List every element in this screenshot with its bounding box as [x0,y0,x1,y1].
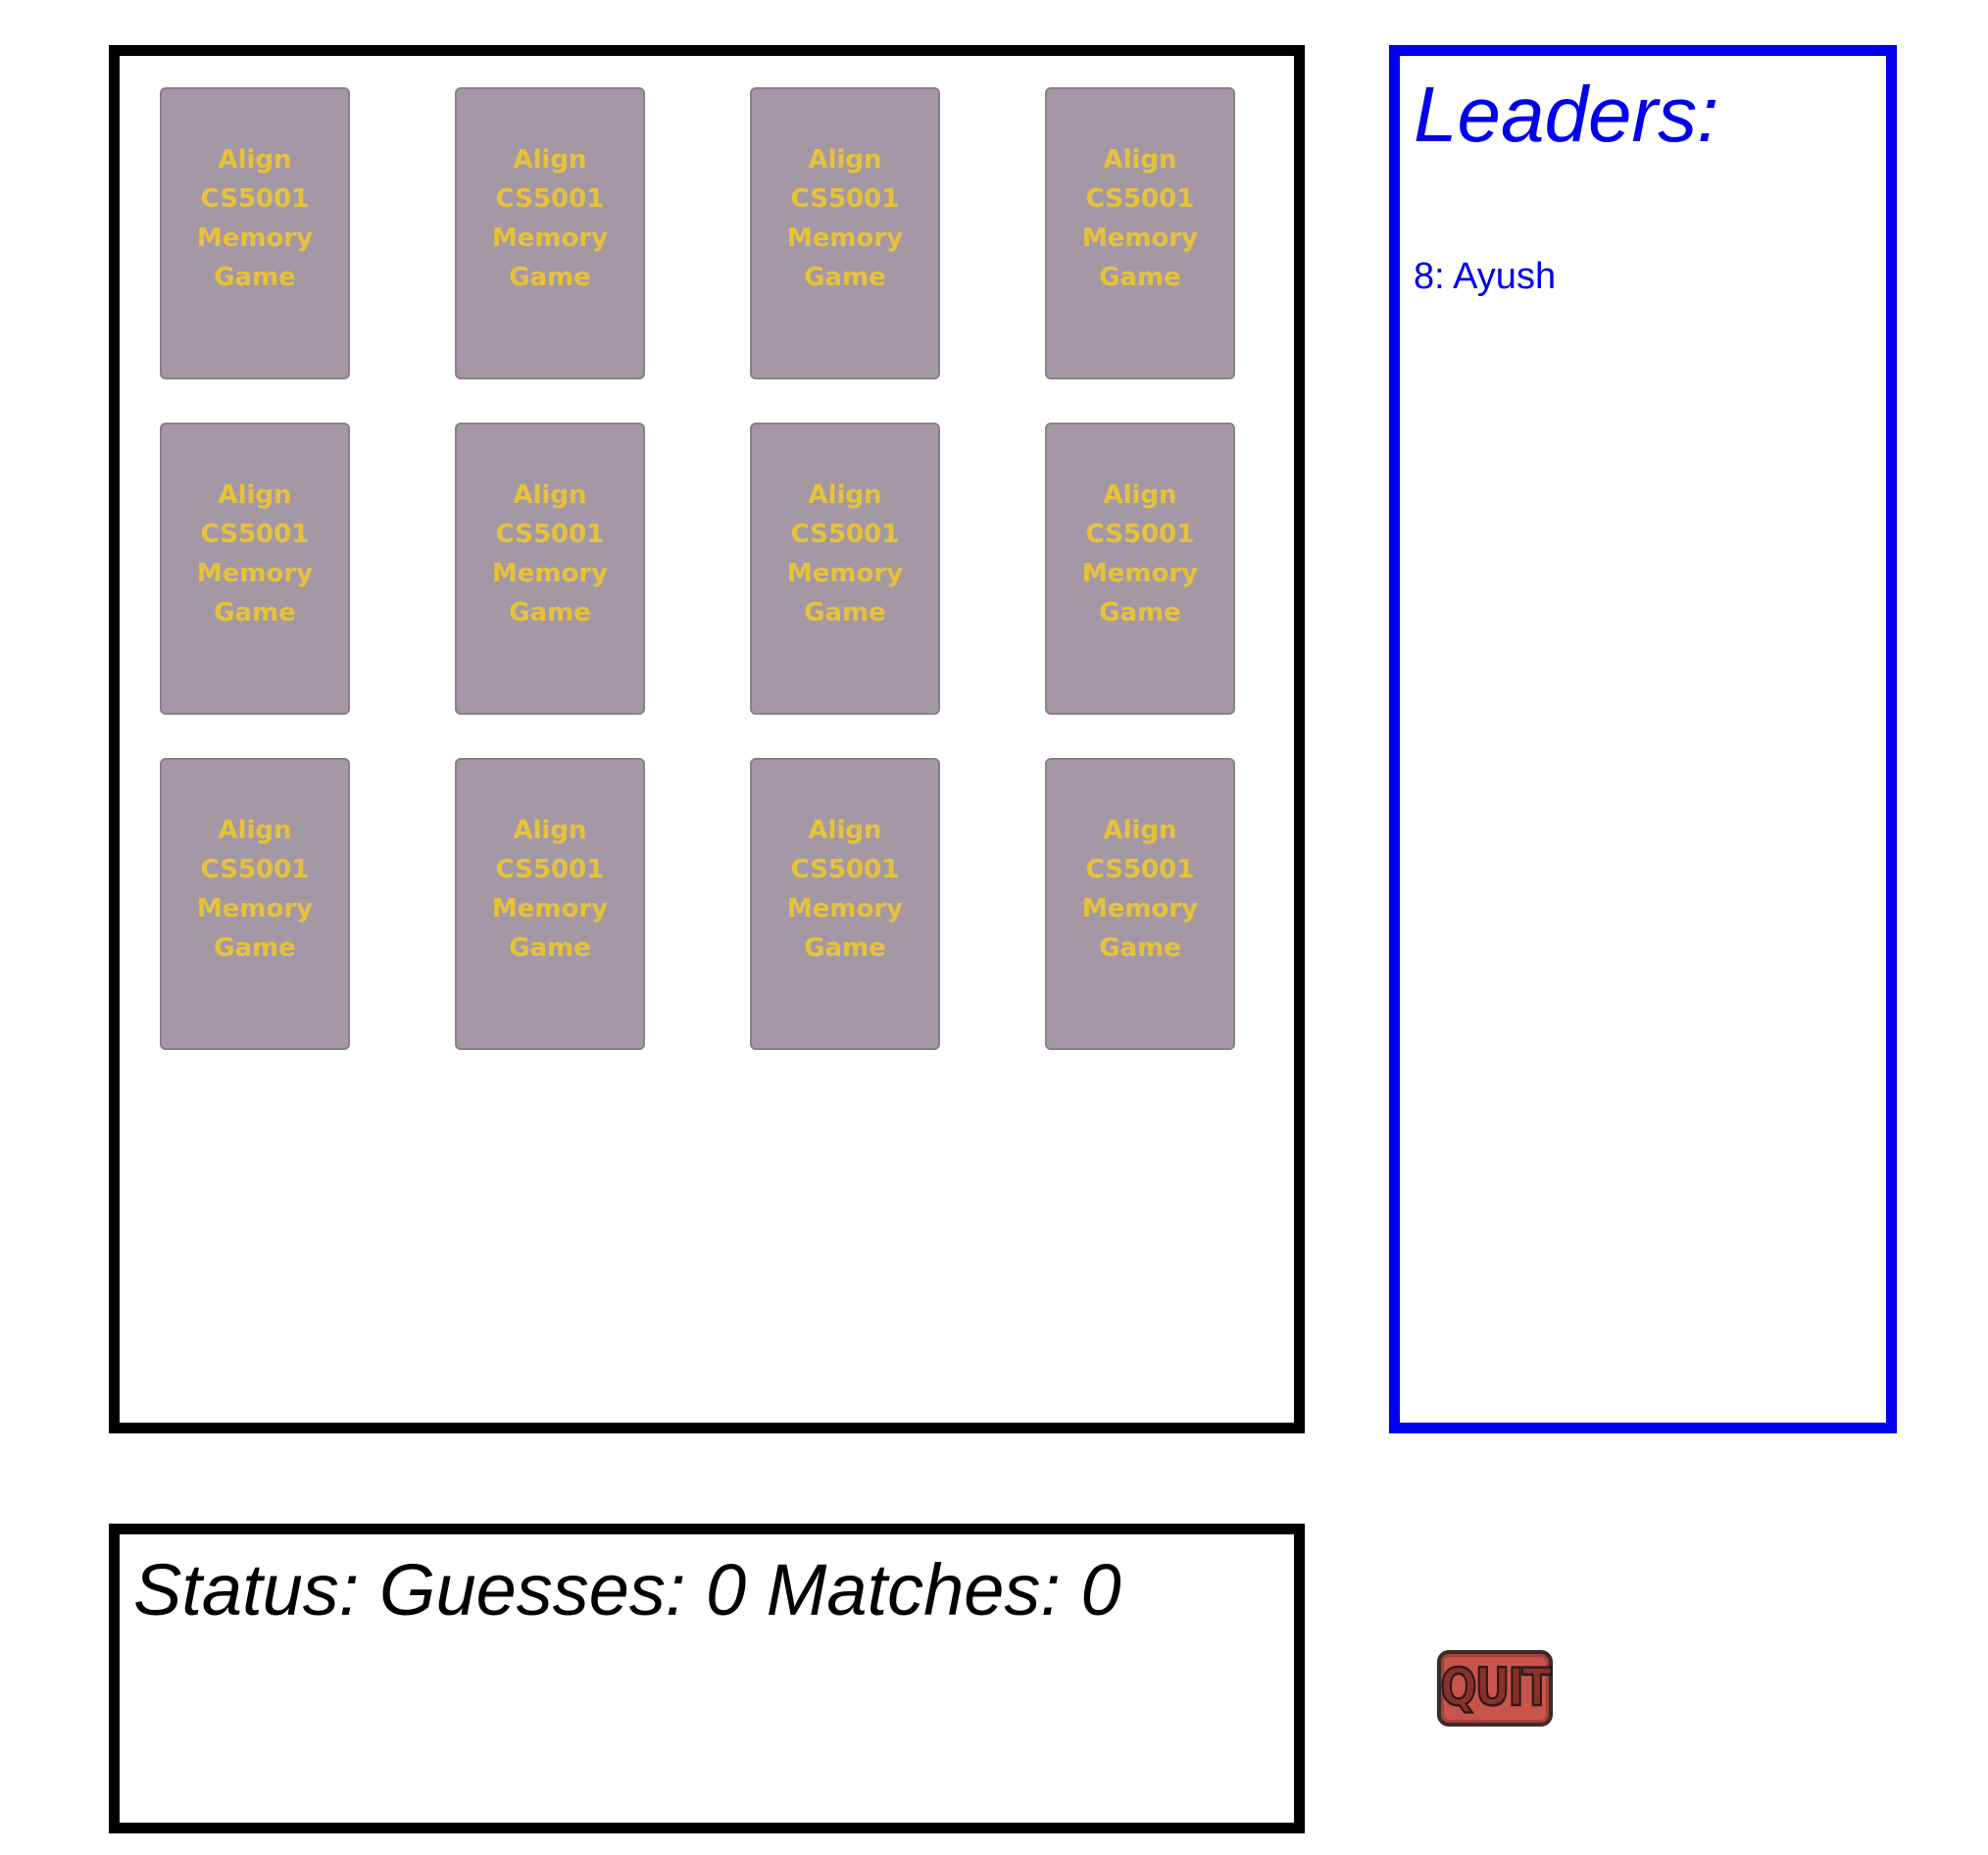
game-board: Align CS5001 Memory Game Align CS5001 Me… [109,45,1305,1433]
card-line: Align [808,145,882,175]
card-line: Align [1103,480,1177,510]
memory-card[interactable]: Align CS5001 Memory Game [160,758,350,1050]
card-line: Align [808,480,882,510]
memory-card[interactable]: Align CS5001 Memory Game [1045,758,1235,1050]
card-line: Game [509,263,591,292]
card-line: Align [1103,816,1177,845]
leaderboard-entry: 8: Ayush [1414,256,1557,297]
card-line: CS5001 [495,520,605,549]
card-line: Memory [196,559,314,588]
card-line: Align [218,480,292,510]
status-text: Status: Guesses: 0 Matches: 0 [133,1549,1121,1630]
card-line: CS5001 [495,855,605,884]
memory-card[interactable]: Align CS5001 Memory Game [750,87,940,379]
card-line: Memory [786,559,904,588]
card-line: Align [218,145,292,175]
memory-card[interactable]: Align CS5001 Memory Game [455,87,645,379]
card-line: Memory [196,224,314,253]
status-panel: Status: Guesses: 0 Matches: 0 [109,1524,1305,1833]
card-line: CS5001 [495,184,605,214]
card-line: Memory [491,224,609,253]
card-line: Memory [1081,224,1199,253]
card-line: Memory [786,224,904,253]
leaderboard-title: Leaders: [1414,71,1719,158]
card-line: Game [1099,933,1181,963]
card-line: Memory [491,559,609,588]
memory-card[interactable]: Align CS5001 Memory Game [160,87,350,379]
card-line: CS5001 [1085,855,1195,884]
card-line: CS5001 [790,184,900,214]
card-line: Game [214,598,296,627]
leaderboard-list: 8: Ayush [1414,252,1556,301]
card-line: Game [804,598,886,627]
memory-card[interactable]: Align CS5001 Memory Game [160,423,350,715]
card-line: CS5001 [200,855,310,884]
card-line: Align [513,145,587,175]
card-line: Memory [491,894,609,924]
card-line: Game [804,933,886,963]
quit-button[interactable]: QUIT [1437,1650,1553,1727]
card-line: Memory [1081,559,1199,588]
card-line: Memory [786,894,904,924]
memory-card[interactable]: Align CS5001 Memory Game [1045,87,1235,379]
card-line: CS5001 [790,855,900,884]
card-line: Game [1099,263,1181,292]
card-line: Align [218,816,292,845]
leaderboard-panel: Leaders: 8: Ayush [1389,45,1897,1433]
card-line: Align [513,480,587,510]
card-line: Game [804,263,886,292]
card-line: Memory [196,894,314,924]
card-line: CS5001 [1085,520,1195,549]
card-line: CS5001 [200,520,310,549]
card-line: Align [513,816,587,845]
card-line: CS5001 [200,184,310,214]
card-line: Game [509,598,591,627]
card-line: Game [214,933,296,963]
card-line: CS5001 [1085,184,1195,214]
card-line: Memory [1081,894,1199,924]
memory-card[interactable]: Align CS5001 Memory Game [455,423,645,715]
memory-card[interactable]: Align CS5001 Memory Game [1045,423,1235,715]
card-line: Game [509,933,591,963]
card-line: Game [214,263,296,292]
memory-card[interactable]: Align CS5001 Memory Game [750,758,940,1050]
memory-card[interactable]: Align CS5001 Memory Game [750,423,940,715]
card-line: Align [808,816,882,845]
card-line: CS5001 [790,520,900,549]
quit-button-label: QUIT [1439,1657,1553,1718]
memory-card[interactable]: Align CS5001 Memory Game [455,758,645,1050]
card-line: Align [1103,145,1177,175]
card-line: Game [1099,598,1181,627]
